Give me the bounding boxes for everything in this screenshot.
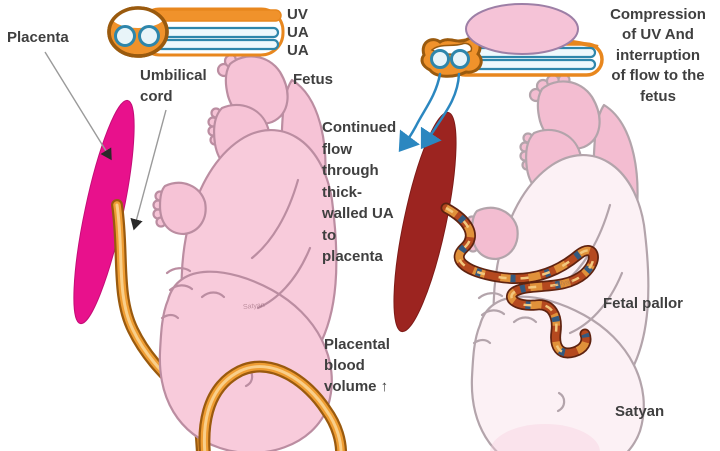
head-tint	[490, 424, 600, 451]
continued-flow-note: Continued flow through thick- walled UA …	[322, 119, 397, 265]
ua-flow-arrow	[420, 72, 461, 150]
placenta-shape-right	[393, 111, 457, 333]
cord-section-left	[107, 6, 285, 58]
signature-label: Satyan	[615, 403, 665, 420]
ua-flow-arrow	[398, 72, 442, 152]
left-panel-illustration	[44, 6, 348, 451]
umbilical-cord-label: Umbilical cord	[140, 67, 207, 105]
ua-label-2: UA	[287, 42, 309, 59]
ua-vessel	[138, 25, 160, 47]
uv-label: UV	[287, 6, 308, 23]
umbilical-cord-left-hook	[198, 360, 348, 451]
ua-vessel	[450, 49, 470, 69]
placenta-leader-line	[44, 51, 112, 161]
ua-label-1: UA	[287, 24, 309, 41]
right-panel-illustration	[393, 3, 650, 451]
compression-note: Compression of UV And interruption of fl…	[610, 6, 706, 105]
placenta-shape-left	[73, 99, 135, 325]
fetal-pallor-label: Fetal pallor	[603, 295, 684, 312]
umbilical-cord-right	[440, 202, 599, 359]
cord-section-right	[420, 3, 604, 78]
compression-mass	[465, 3, 579, 55]
cord-leader-line	[130, 109, 167, 231]
placenta-label: Placenta	[7, 29, 69, 46]
ua-vessel	[114, 25, 136, 47]
fetus-label: Fetus	[293, 71, 334, 88]
ua-vessel	[430, 49, 450, 69]
placental-volume-note: Placental blood volume ↑	[324, 336, 390, 395]
